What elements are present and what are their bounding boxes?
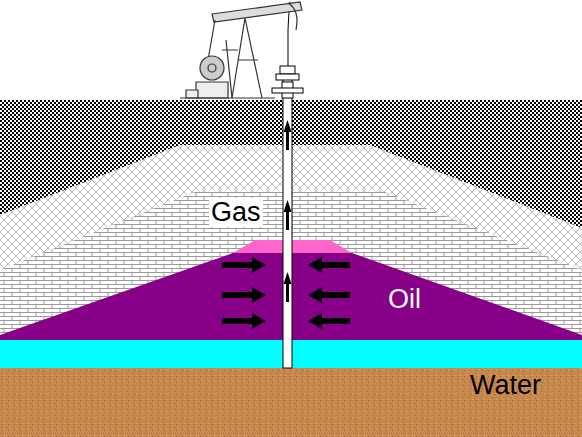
pump-jack [180, 2, 302, 98]
water-label: Water [470, 372, 541, 399]
gas-label: Gas [209, 198, 263, 227]
wellhead [272, 2, 303, 98]
oil-label: Oil [388, 286, 421, 313]
pipe-arrows [284, 120, 292, 302]
ground-layer [0, 368, 582, 437]
well-pipe [283, 78, 292, 368]
